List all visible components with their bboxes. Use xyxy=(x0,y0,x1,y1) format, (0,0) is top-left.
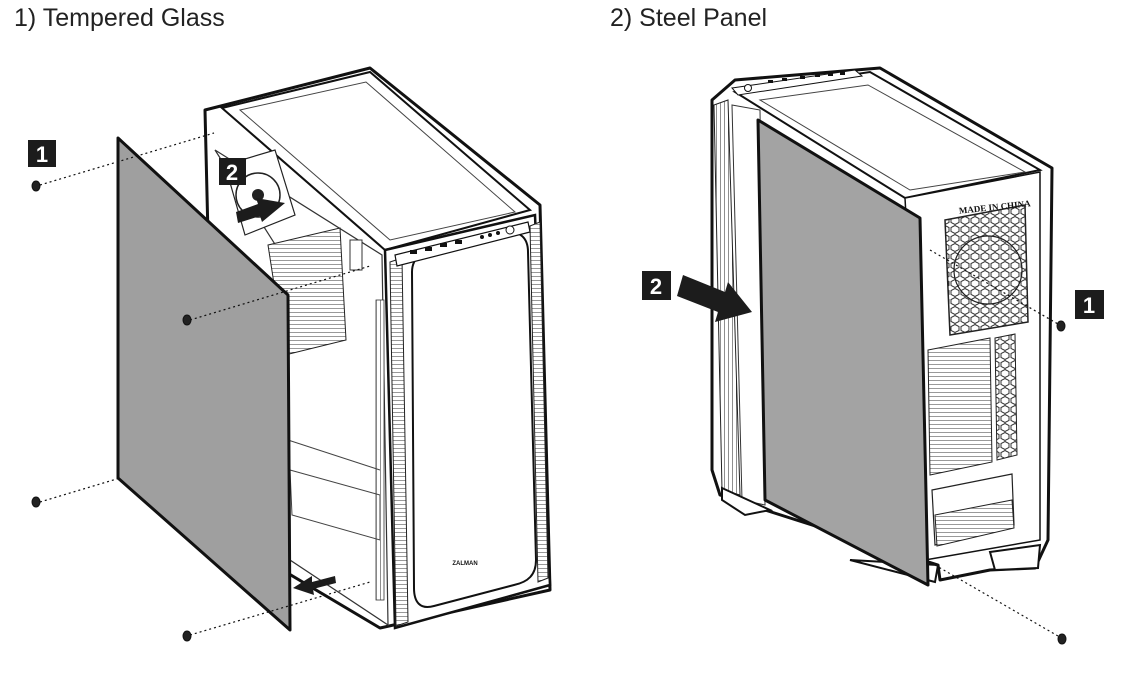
thumb-screw-icon xyxy=(31,496,41,508)
thumb-screw-icon xyxy=(182,314,192,326)
steel-screw-icons xyxy=(1056,320,1067,645)
front-logo-text: ZALMAN xyxy=(452,561,477,567)
thumb-screw-icon xyxy=(31,180,41,192)
thumb-screw-icon xyxy=(1056,320,1066,332)
steel-screw-guides xyxy=(929,249,1059,637)
tempered-glass-heading: 1) Tempered Glass xyxy=(14,4,225,32)
steel-step-2-number: 2 xyxy=(650,274,662,299)
steel-step-1-badge: 1 xyxy=(1075,290,1104,319)
slide-arrow-icon xyxy=(293,576,336,595)
glass-step-1-badge: 1 xyxy=(28,140,56,167)
steel-step-1-number: 1 xyxy=(1083,293,1095,318)
tempered-glass-panel xyxy=(116,136,292,632)
thumb-screw-icon xyxy=(182,630,192,642)
slide-arrow-icon xyxy=(677,275,752,322)
steel-panel-heading: 2) Steel Panel xyxy=(610,4,768,32)
glass-step-2-badge: 2 xyxy=(219,158,246,185)
thumb-screw-icon xyxy=(1057,633,1067,645)
glass-screw-guides xyxy=(39,132,371,636)
steel-step-2-badge: 2 xyxy=(642,271,671,300)
glass-screw-icons xyxy=(31,180,192,642)
remove-arrow-icon xyxy=(236,198,285,223)
glass-step-2-number: 2 xyxy=(226,160,238,185)
tempered-glass-case-drawing xyxy=(203,66,552,630)
glass-step-1-number: 1 xyxy=(36,142,48,167)
steel-side-panel xyxy=(756,118,930,587)
